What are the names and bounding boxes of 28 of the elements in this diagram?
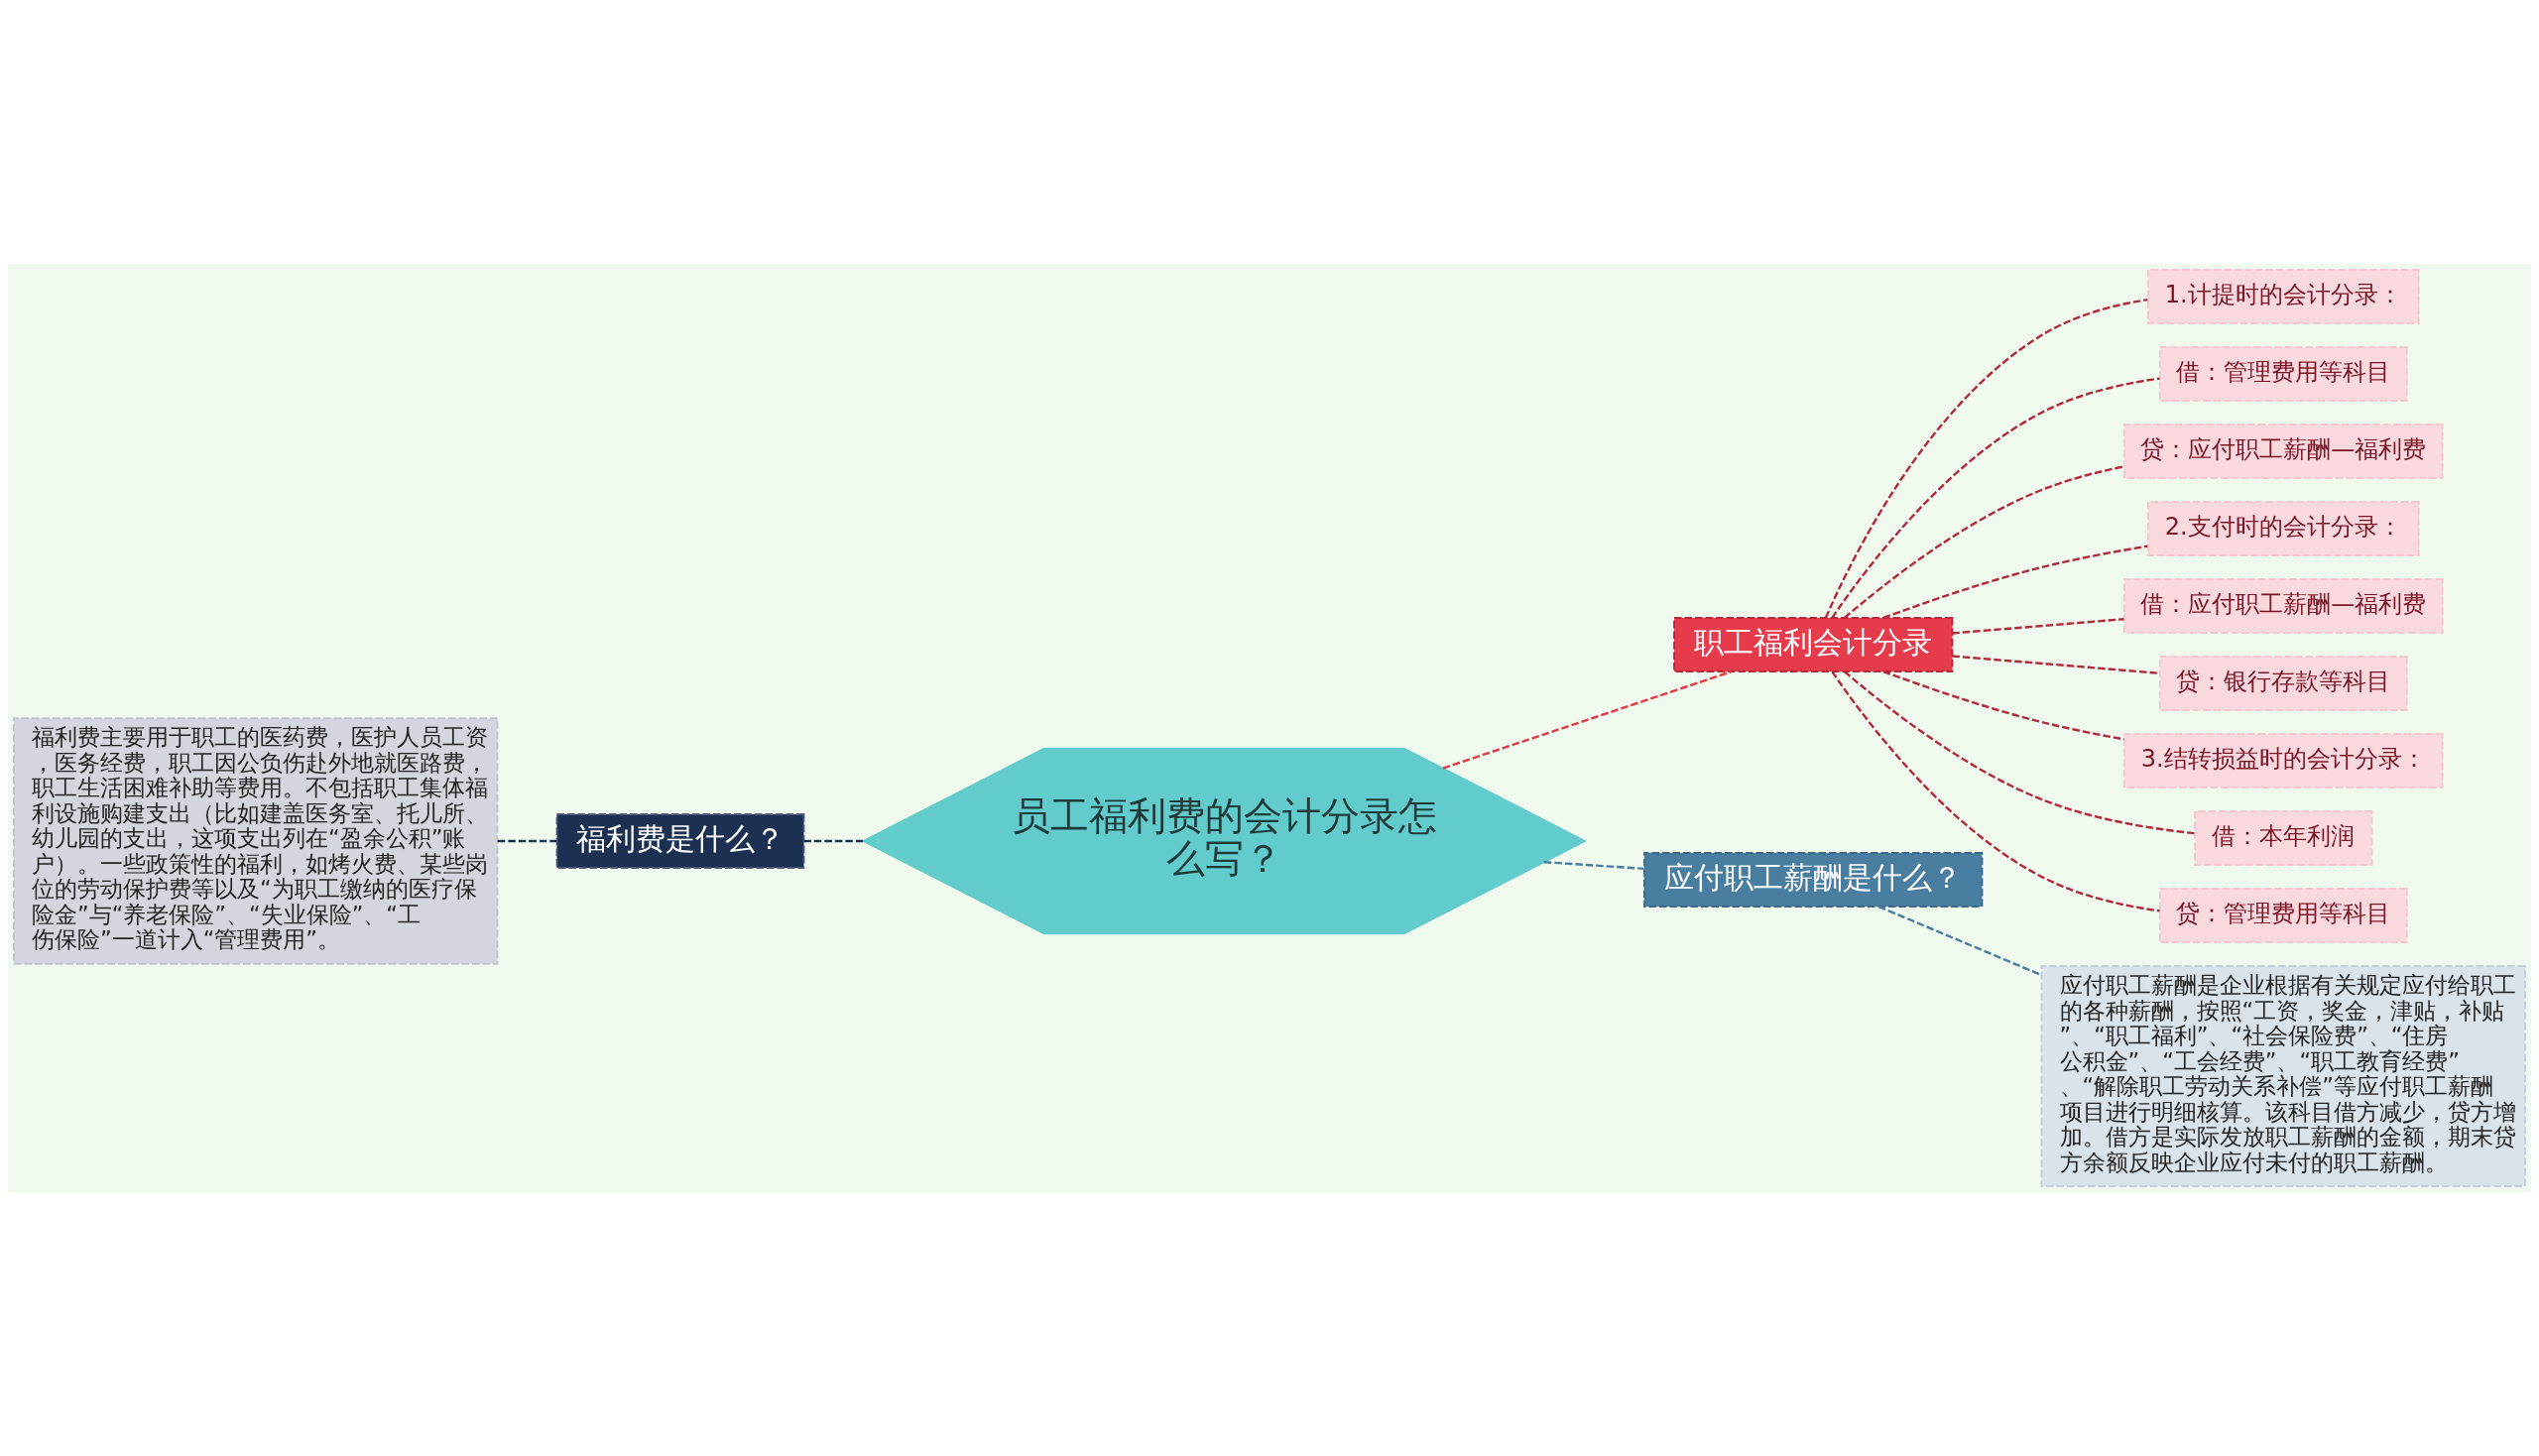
connector bbox=[1952, 655, 2160, 674]
node-box: 职工福利会计分录 bbox=[1673, 617, 1954, 672]
connector bbox=[1882, 545, 2148, 620]
node-box: 3.结转损益时的会计分录： bbox=[2122, 733, 2444, 789]
connector bbox=[1442, 670, 1732, 770]
node-box: 贷：应付职工薪酬—福利费 bbox=[2122, 424, 2444, 479]
connector bbox=[1543, 861, 1644, 871]
connector bbox=[1952, 618, 2124, 635]
connector bbox=[1882, 669, 2124, 741]
node-box: 贷：银行存款等科目 bbox=[2158, 656, 2408, 711]
connector bbox=[1844, 465, 2124, 619]
node-box: 贷：管理费用等科目 bbox=[2158, 888, 2408, 943]
connector bbox=[1824, 298, 2148, 619]
node-box: 应付职工薪酬是什么？ bbox=[1643, 852, 1984, 908]
node-box: 借：应付职工薪酬—福利费 bbox=[2122, 578, 2444, 634]
connector bbox=[497, 839, 557, 843]
node-box: 借：本年利润 bbox=[2194, 810, 2373, 866]
node-box: 福利费主要用于职工的医药费，医护人员工资，医务经费，职工因公负伤赴外地就医路费，职工生活困难补助等费用。不包括职工集体福利设施购建支出（比如建盖医务室、托儿所、幼儿园的支出，这项支出列在“盈余公积”账户）。一些政策性的福利，如烤火费、某些岗位的劳动保护费等以及“为职工缴纳的医疗保险金”与“养老保险”、“失业保险”、“工伤保险”一道计入“管理费用”。 bbox=[13, 717, 499, 965]
connector bbox=[1877, 906, 2042, 977]
connector bbox=[1831, 377, 2160, 619]
node-box: 2.支付时的会计分录： bbox=[2146, 501, 2420, 556]
node-box: 1.计提时的会计分录： bbox=[2146, 269, 2420, 324]
connector bbox=[1831, 670, 2160, 912]
connector bbox=[1844, 670, 2195, 835]
connector bbox=[803, 839, 864, 843]
node-box: 福利费是什么？ bbox=[555, 813, 805, 869]
node-box: 借：管理费用等科目 bbox=[2158, 346, 2408, 402]
node-box: 应付职工薪酬是企业根据有关规定应付给职工的各种薪酬，按照“工资，奖金，津贴，补贴”、“职工福利”、“社会保险费”、“住房公积金”、“工会经费”、“职工教育经费”、“解除职工劳动关系补偿”等应付职工薪酬项目进行明细核算。该科目借方减少，贷方增加。借方是实际发放职工薪酬的金额，期末贷方余额反映企业应付未付的职工薪酬。 bbox=[2040, 965, 2526, 1187]
